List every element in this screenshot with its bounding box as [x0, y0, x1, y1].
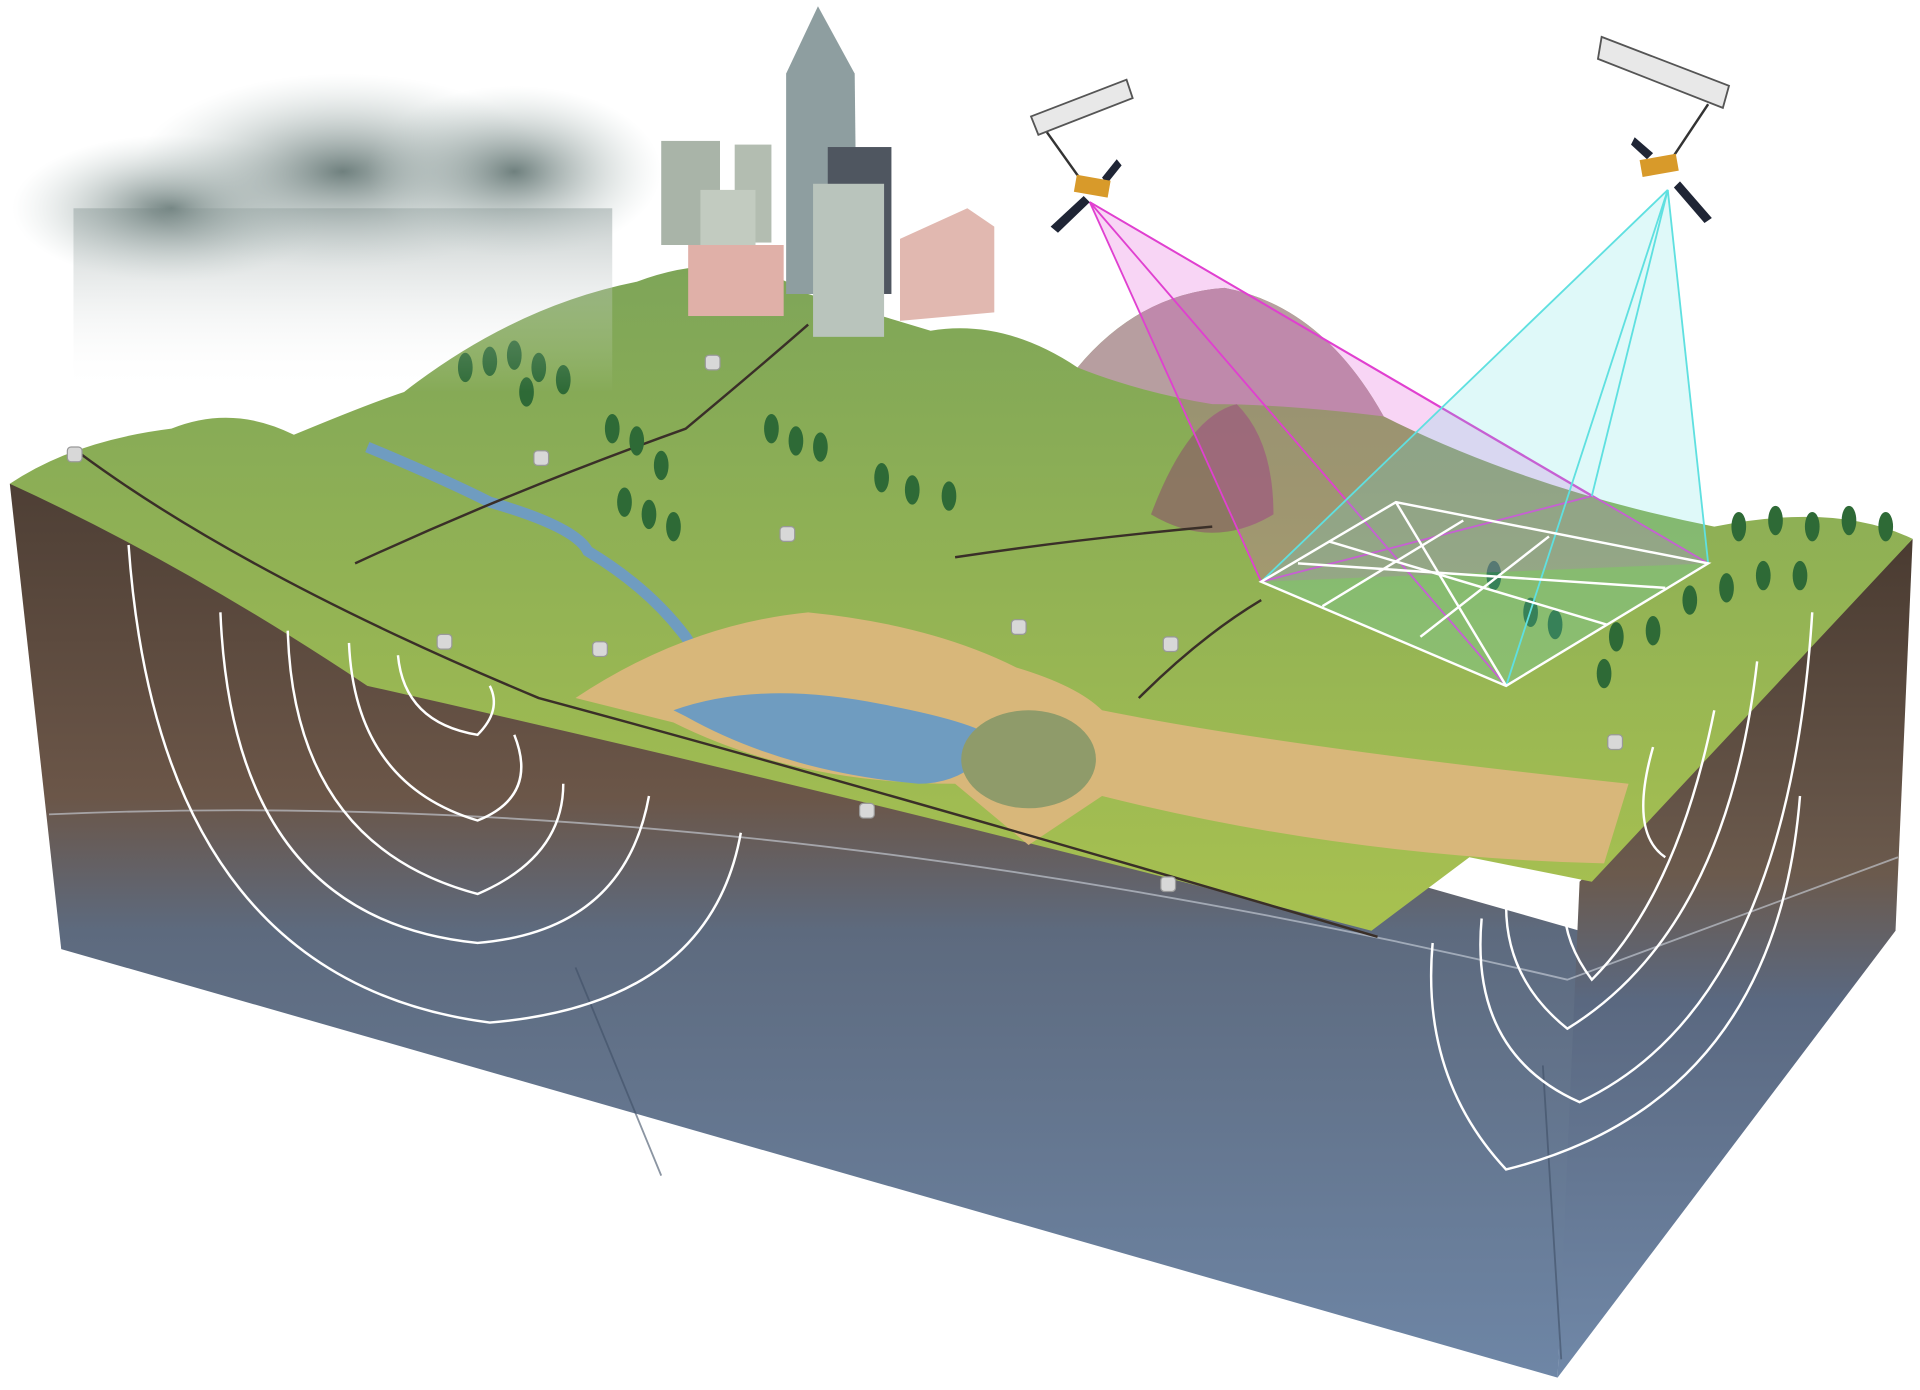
fault-lines	[78, 323, 1378, 939]
city-buildings	[661, 6, 995, 337]
block-right-face	[1557, 538, 1913, 1378]
satellite-left-icon	[1029, 78, 1134, 233]
measurement-grid	[1258, 500, 1712, 688]
quarry-cliff	[575, 612, 1629, 864]
radar-swath-cyan	[1260, 189, 1710, 687]
sensor-stations	[66, 354, 1624, 893]
rain-cloud	[12, 73, 662, 392]
satellite-right-icon	[1596, 35, 1731, 223]
block-left-face	[9, 483, 1580, 1378]
subsurface-contours	[127, 544, 1814, 1171]
radar-swath-magenta	[1088, 201, 1709, 687]
mountain	[1077, 287, 1384, 417]
lake	[673, 693, 998, 784]
